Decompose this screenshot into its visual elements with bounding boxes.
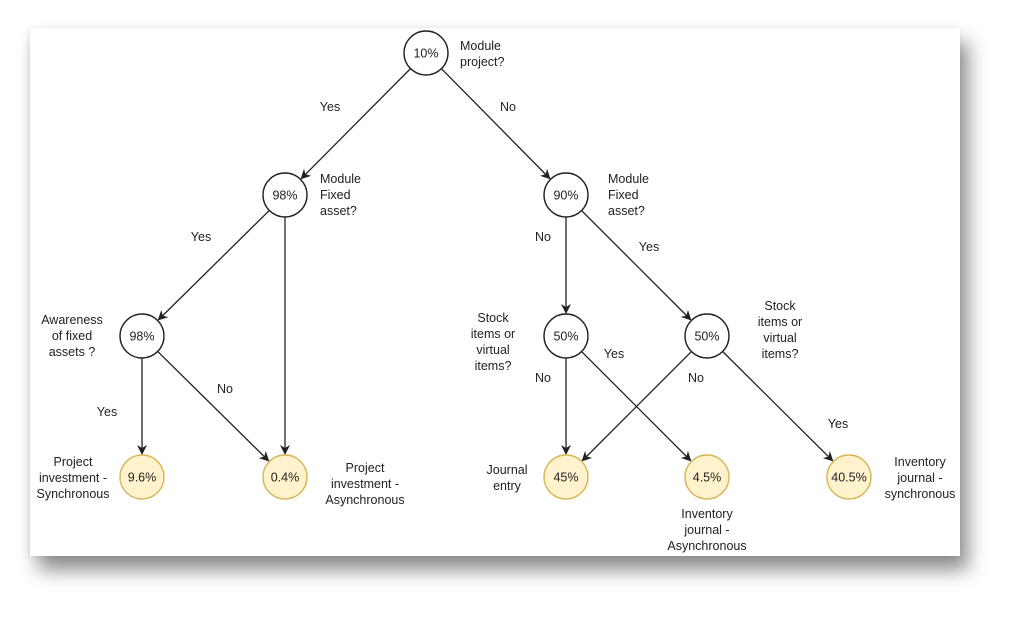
node-label: Project investment - Synchronous xyxy=(37,455,110,501)
node-label: Awareness of fixed assets ? xyxy=(41,313,103,359)
node-label-line: Module xyxy=(460,39,501,53)
outcome-node-l3: 45% Journal entry xyxy=(487,454,589,500)
outcome-node-l2: 0.4% Project investment - Asynchronous xyxy=(262,454,405,507)
node-circle xyxy=(543,313,589,359)
node-label-line: investment - xyxy=(39,471,107,485)
node-label-line: Stock xyxy=(477,311,509,325)
node-label-line: Stock xyxy=(764,299,796,313)
edge-n1-n2 xyxy=(300,68,411,180)
node-label: Inventory journal - Asynchronous xyxy=(667,507,746,553)
node-label-line: Awareness xyxy=(41,313,103,327)
node-label-line: asset? xyxy=(608,204,645,218)
node-label: Stock items or virtual items? xyxy=(471,311,515,373)
node-circle xyxy=(543,172,589,218)
node-circle xyxy=(403,30,449,76)
node-value: 50% xyxy=(553,330,578,344)
edge-label: No xyxy=(688,371,704,385)
edge-label: No xyxy=(217,382,233,396)
node-label-line: synchronous xyxy=(885,487,956,501)
node-label-line: items or xyxy=(471,327,515,341)
edge-n6-l3 xyxy=(581,351,692,462)
node-label: Journal entry xyxy=(487,463,528,493)
edge-n3-n6 xyxy=(581,210,692,321)
node-label-line: items or xyxy=(758,315,802,329)
node-circle xyxy=(543,454,589,500)
node-label: Module project? xyxy=(460,39,505,69)
edge-label: Yes xyxy=(604,347,624,361)
node-value: 50% xyxy=(694,330,719,344)
node-label-line: Synchronous xyxy=(37,487,110,501)
edge-label: No xyxy=(500,100,516,114)
node-value: 40.5% xyxy=(831,471,866,485)
node-circle xyxy=(119,313,165,359)
node-value: 45% xyxy=(553,471,578,485)
edge-n2-n4 xyxy=(157,209,270,321)
node-label: Stock items or virtual items? xyxy=(758,299,802,361)
node-value: 0.4% xyxy=(271,471,300,485)
decision-node-n5: 50% Stock items or virtual items? xyxy=(471,311,589,373)
node-value: 4.5% xyxy=(693,471,722,485)
node-label-line: Asynchronous xyxy=(667,539,746,553)
edge-n1-n3 xyxy=(440,68,551,180)
node-label-line: asset? xyxy=(320,204,357,218)
node-label-line: journal - xyxy=(683,523,729,537)
edge-label: Yes xyxy=(191,230,211,244)
node-circle xyxy=(262,454,308,500)
node-circle xyxy=(262,172,308,218)
node-label-line: journal - xyxy=(896,471,942,485)
node-circle xyxy=(684,313,730,359)
edge-label: Yes xyxy=(320,100,340,114)
node-label-line: virtual xyxy=(476,343,509,357)
edge-label: No xyxy=(535,371,551,385)
node-label-line: Project xyxy=(346,461,385,475)
node-value: 90% xyxy=(553,189,578,203)
node-label-line: items? xyxy=(475,359,512,373)
node-label-line: entry xyxy=(493,479,522,493)
node-label-line: Fixed xyxy=(320,188,351,202)
edge-n4-l2 xyxy=(157,350,270,462)
node-label-line: Module xyxy=(320,172,361,186)
edge-label: Yes xyxy=(828,417,848,431)
outcome-node-l4: 4.5% Inventory journal - Asynchronous xyxy=(667,454,747,553)
node-label-line: virtual xyxy=(763,331,796,345)
edge-label: No xyxy=(535,230,551,244)
node-label-line: Inventory xyxy=(894,455,946,469)
node-label-line: Module xyxy=(608,172,649,186)
node-value: 10% xyxy=(413,47,438,61)
node-value: 98% xyxy=(272,189,297,203)
decision-node-n6: 50% Stock items or virtual items? xyxy=(684,299,802,361)
decision-node-n4: 98% Awareness of fixed assets ? xyxy=(41,313,165,359)
node-circle xyxy=(826,454,872,500)
node-label: Project investment - Asynchronous xyxy=(325,461,404,507)
node-label-line: of fixed xyxy=(52,329,92,343)
edge-label: Yes xyxy=(97,405,117,419)
node-circle xyxy=(119,454,165,500)
outcome-node-l1: 9.6% Project investment - Synchronous xyxy=(37,454,165,501)
node-label-line: assets ? xyxy=(49,345,96,359)
edge-n6-l5 xyxy=(722,351,834,462)
node-label: Inventory journal - synchronous xyxy=(885,455,956,501)
node-label-line: Project xyxy=(54,455,93,469)
node-label-line: Fixed xyxy=(608,188,639,202)
node-value: 9.6% xyxy=(128,471,157,485)
node-label-line: project? xyxy=(460,55,505,69)
node-label-line: items? xyxy=(762,347,799,361)
node-label-line: Inventory xyxy=(681,507,733,521)
outcome-node-l5: 40.5% Inventory journal - synchronous xyxy=(826,454,956,501)
node-label-line: Journal xyxy=(487,463,528,477)
diagram-canvas xyxy=(30,28,960,556)
edge-label: Yes xyxy=(639,240,659,254)
node-label-line: investment - xyxy=(331,477,399,491)
decision-node-n1: 10% Module project? xyxy=(403,30,505,76)
node-circle xyxy=(684,454,730,500)
node-label-line: Asynchronous xyxy=(325,493,404,507)
node-value: 98% xyxy=(129,330,154,344)
